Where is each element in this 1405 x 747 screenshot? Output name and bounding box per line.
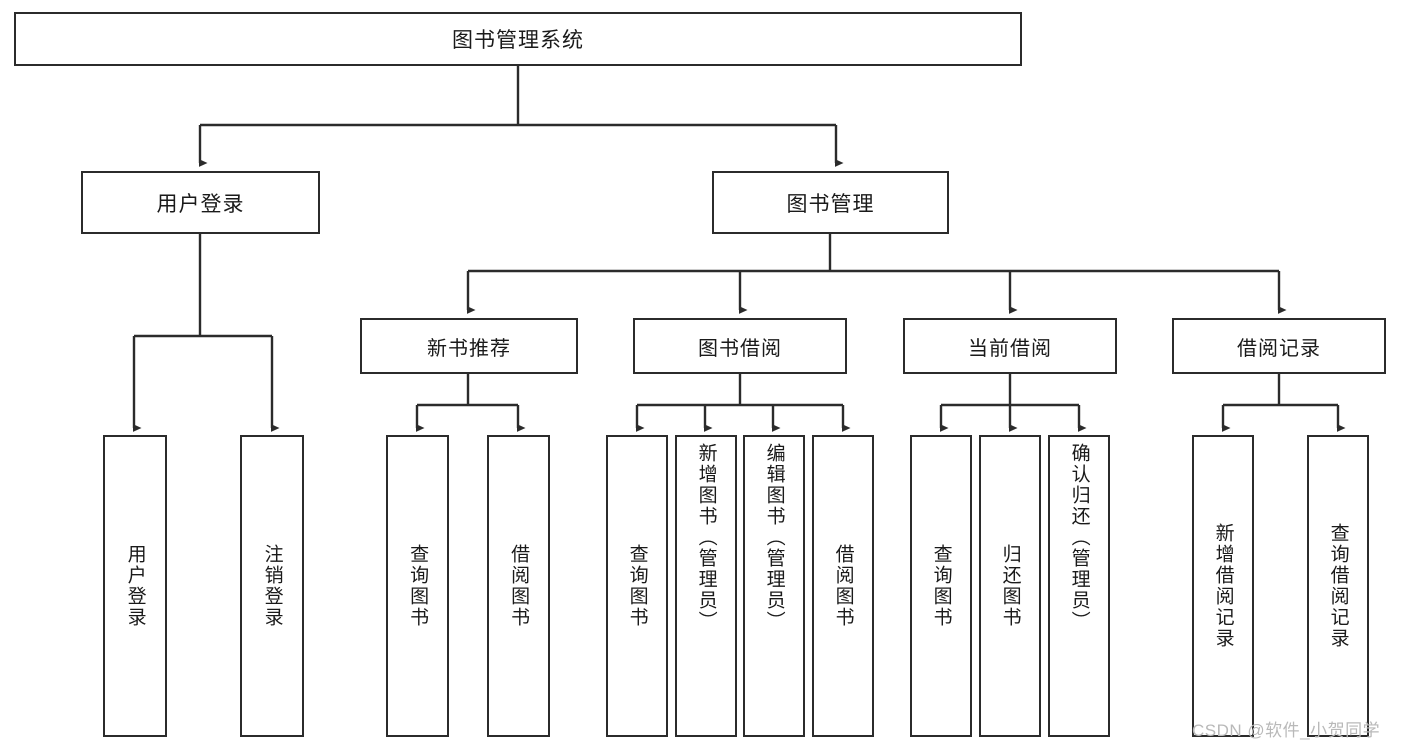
node-leaf-query-book-2-label: 查询图书 xyxy=(626,544,648,628)
node-leaf-query-book-3-label: 查询图书 xyxy=(930,544,952,628)
node-leaf-query-book-2[interactable]: 查询图书 xyxy=(606,435,668,737)
node-leaf-logout[interactable]: 注销登录 xyxy=(240,435,304,737)
node-book-borrow[interactable]: 图书借阅 xyxy=(633,318,847,374)
node-leaf-user-login[interactable]: 用户登录 xyxy=(103,435,167,737)
node-leaf-add-record[interactable]: 新增借阅记录 xyxy=(1192,435,1254,737)
node-leaf-query-book-1[interactable]: 查询图书 xyxy=(386,435,449,737)
node-root[interactable]: 图书管理系统 xyxy=(14,12,1022,66)
watermark-text: CSDN @软件_小贺同学 xyxy=(1192,721,1381,740)
node-user-login-label: 用户登录 xyxy=(156,192,245,216)
node-book-borrow-label: 图书借阅 xyxy=(698,337,782,360)
node-current-borrow-label: 当前借阅 xyxy=(968,337,1052,360)
node-leaf-query-record-label: 查询借阅记录 xyxy=(1327,523,1349,649)
node-leaf-query-book-1-label: 查询图书 xyxy=(407,544,429,628)
node-user-login[interactable]: 用户登录 xyxy=(81,171,320,234)
node-leaf-borrow-book-2-label: 借阅图书 xyxy=(832,544,854,628)
node-leaf-add-record-label: 新增借阅记录 xyxy=(1212,523,1234,649)
node-root-label: 图书管理系统 xyxy=(452,29,584,52)
node-book-manage[interactable]: 图书管理 xyxy=(712,171,949,234)
node-borrow-record-label: 借阅记录 xyxy=(1237,337,1321,360)
node-leaf-borrow-book-1[interactable]: 借阅图书 xyxy=(487,435,550,737)
node-leaf-return-book[interactable]: 归还图书 xyxy=(979,435,1041,737)
node-leaf-edit-book-label: 编辑图书（管理员） xyxy=(763,443,785,632)
node-leaf-query-record[interactable]: 查询借阅记录 xyxy=(1307,435,1369,737)
node-leaf-logout-label: 注销登录 xyxy=(261,544,283,628)
node-leaf-borrow-book-2[interactable]: 借阅图书 xyxy=(812,435,874,737)
node-leaf-borrow-book-1-label: 借阅图书 xyxy=(508,544,530,628)
node-leaf-edit-book[interactable]: 编辑图书（管理员） xyxy=(743,435,805,737)
node-leaf-add-book[interactable]: 新增图书（管理员） xyxy=(675,435,737,737)
node-leaf-add-book-label: 新增图书（管理员） xyxy=(695,443,717,632)
node-leaf-user-login-label: 用户登录 xyxy=(124,544,146,628)
node-current-borrow[interactable]: 当前借阅 xyxy=(903,318,1117,374)
node-new-book-recommend-label: 新书推荐 xyxy=(427,337,511,360)
node-borrow-record[interactable]: 借阅记录 xyxy=(1172,318,1386,374)
node-leaf-confirm-return[interactable]: 确认归还（管理员） xyxy=(1048,435,1110,737)
node-book-manage-label: 图书管理 xyxy=(786,192,875,216)
node-new-book-recommend[interactable]: 新书推荐 xyxy=(360,318,578,374)
node-leaf-query-book-3[interactable]: 查询图书 xyxy=(910,435,972,737)
node-leaf-return-book-label: 归还图书 xyxy=(999,544,1021,628)
node-leaf-confirm-return-label: 确认归还（管理员） xyxy=(1068,443,1090,632)
